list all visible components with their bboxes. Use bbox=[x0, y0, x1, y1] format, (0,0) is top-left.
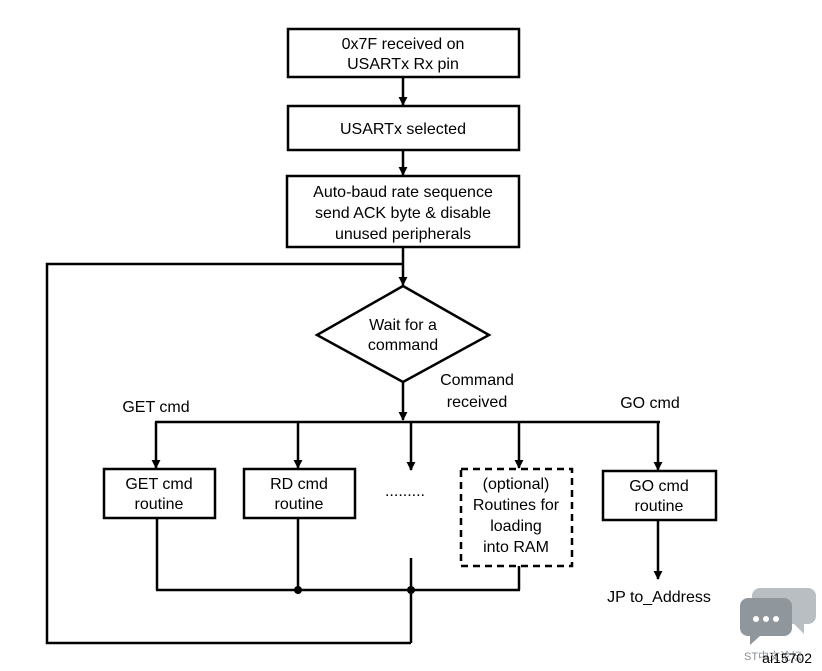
box-autobaud-line-3: unused peripherals bbox=[335, 226, 471, 243]
box-optional-line-1: (optional) bbox=[483, 476, 550, 493]
box-get-routine: GET cmd routine bbox=[102, 467, 217, 520]
box-go-routine: GO cmd routine bbox=[601, 469, 718, 522]
junction-dot-center bbox=[407, 586, 415, 594]
box-get-line-2: routine bbox=[135, 496, 184, 513]
figure-id: ai15702 bbox=[762, 650, 812, 666]
label-jump-to-address: JP to_Address bbox=[607, 589, 711, 606]
box-optional-line-3: loading bbox=[490, 518, 542, 535]
box-usart-selected: USARTx selected bbox=[286, 104, 521, 152]
connectors bbox=[45, 77, 663, 645]
box-selected-line-1: USARTx selected bbox=[340, 121, 466, 138]
box-optional-ram-routines: (optional) Routines for loading into RAM bbox=[459, 467, 574, 568]
label-go-cmd: GO cmd bbox=[620, 395, 680, 412]
box-autobaud-line-2: send ACK byte & disable bbox=[315, 205, 491, 222]
label-command-received-2: received bbox=[447, 394, 507, 411]
box-get-line-1: GET cmd bbox=[125, 476, 192, 493]
box-rd-line-1: RD cmd bbox=[270, 476, 328, 493]
box-optional-line-2: Routines for bbox=[473, 497, 560, 514]
box-rx-line-2: USARTx Rx pin bbox=[347, 56, 459, 73]
decision-line-2: command bbox=[368, 337, 438, 354]
label-command-received-1: Command bbox=[440, 372, 514, 389]
loop-back-line bbox=[45, 262, 411, 645]
box-optional-line-4: into RAM bbox=[483, 539, 549, 556]
box-autobaud-line-1: Auto-baud rate sequence bbox=[313, 184, 493, 201]
box-autobaud: Auto-baud rate sequence send ACK byte & … bbox=[285, 174, 521, 249]
box-rd-line-2: routine bbox=[275, 496, 324, 513]
chat-bubbles-icon bbox=[740, 588, 816, 645]
box-rd-routine: RD cmd routine bbox=[242, 467, 357, 520]
label-ellipsis: ......... bbox=[385, 483, 425, 500]
junction-dot-rd bbox=[294, 586, 302, 594]
watermark-text: ST中文论坛 bbox=[744, 649, 802, 663]
decision-wait-command: Wait for a command bbox=[314, 284, 492, 384]
box-rx-line-1: 0x7F received on bbox=[342, 36, 465, 53]
box-rx-received: 0x7F received on USARTx Rx pin bbox=[286, 27, 521, 79]
label-get-cmd: GET cmd bbox=[122, 399, 189, 416]
box-go-line-1: GO cmd bbox=[629, 478, 689, 495]
box-go-line-2: routine bbox=[635, 498, 684, 515]
decision-line-1: Wait for a bbox=[369, 317, 437, 334]
